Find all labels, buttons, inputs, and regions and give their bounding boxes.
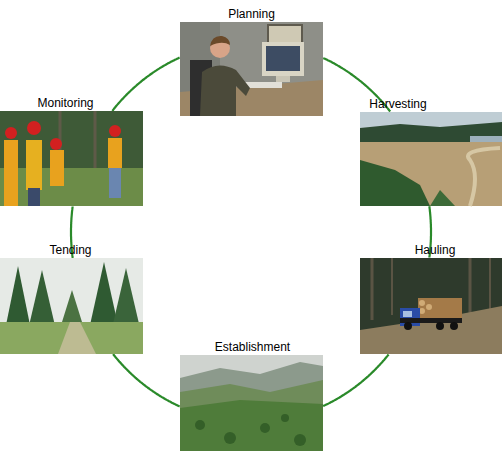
forest	[360, 258, 502, 354]
cleared-ground	[360, 142, 502, 206]
sky	[180, 355, 323, 451]
wheel	[404, 322, 412, 330]
log-end	[419, 300, 425, 306]
stage-label: Establishment	[215, 340, 290, 354]
foreground-trees	[360, 160, 430, 206]
helmet	[5, 127, 17, 139]
establishment-photo	[180, 355, 323, 451]
hauling-photo	[360, 258, 502, 354]
helmet	[109, 125, 121, 137]
tree-trunk	[371, 258, 374, 320]
stage-label: Monitoring	[37, 96, 93, 110]
trousers	[28, 188, 40, 206]
cycle-arc	[112, 58, 179, 111]
monitor-screen	[266, 46, 300, 71]
tree-trunk	[94, 111, 97, 168]
pine-tree	[62, 290, 82, 322]
stage-node: Harvesting	[360, 112, 502, 206]
stage-label: Hauling	[415, 243, 456, 257]
helmet	[27, 121, 41, 135]
log-end	[426, 304, 432, 310]
forest	[0, 111, 143, 206]
harvesting-photo	[360, 112, 502, 206]
log-load	[418, 298, 462, 318]
seedling	[195, 420, 205, 430]
person-body	[200, 65, 250, 116]
monitor	[262, 42, 304, 76]
truck-window	[403, 311, 412, 317]
office-wall	[180, 22, 323, 116]
young-trees	[430, 190, 455, 206]
vest	[4, 140, 18, 206]
seedling	[224, 432, 236, 444]
seedling	[281, 414, 289, 422]
sky	[360, 112, 502, 206]
tending-photo	[0, 258, 143, 354]
pine-tree	[112, 268, 140, 328]
vest	[26, 140, 42, 190]
stage-node: Establishment	[180, 355, 323, 451]
helmet	[50, 138, 62, 150]
planted-slope	[180, 400, 323, 451]
cycle-arc	[323, 355, 389, 407]
pine-tree	[28, 270, 56, 330]
lake	[470, 136, 502, 142]
seedling	[260, 423, 270, 433]
stage-label: Planning	[228, 7, 275, 21]
tree-line	[360, 122, 502, 142]
trousers	[109, 168, 121, 198]
cycle-arc	[113, 354, 180, 406]
stage-label: Tending	[49, 243, 91, 257]
tree-trunk	[469, 258, 472, 315]
stage-node: Monitoring	[0, 111, 143, 206]
stage-node: Hauling	[360, 258, 502, 354]
wheel	[436, 322, 444, 330]
stage-label: Harvesting	[369, 97, 426, 111]
wheel	[450, 322, 458, 330]
stage-node: Tending	[0, 258, 143, 354]
pine-tree	[5, 266, 31, 330]
pine-tree	[90, 262, 118, 325]
monitor-stand	[276, 76, 290, 82]
stage-node: Planning	[180, 22, 323, 116]
track	[58, 322, 96, 354]
planning-photo	[180, 22, 323, 116]
road	[468, 148, 500, 206]
seedling	[294, 434, 306, 446]
tree-trunk	[391, 258, 393, 315]
monitoring-photo	[0, 111, 143, 206]
grass	[0, 322, 143, 354]
vest	[108, 138, 122, 168]
vest	[50, 150, 64, 186]
person-hair	[210, 36, 230, 46]
sky	[0, 258, 143, 354]
undergrowth	[0, 168, 143, 206]
